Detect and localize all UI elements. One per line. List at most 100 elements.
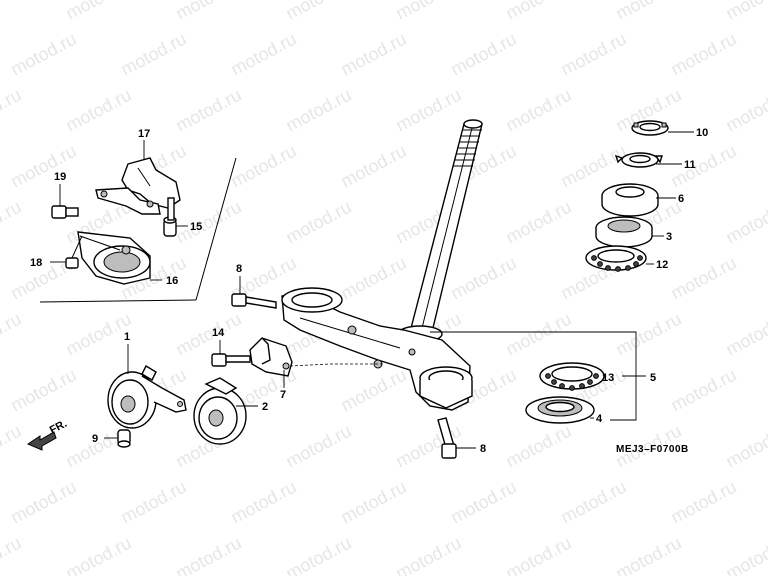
label-13: 13 [602, 372, 614, 384]
watermark-text: motod.ru [62, 85, 134, 136]
label-9: 9 [92, 433, 98, 445]
watermark-text: motod.ru [502, 533, 574, 576]
inset-divider [195, 157, 237, 301]
direction-label: FR. [48, 418, 69, 437]
watermark-text: motod.ru [722, 309, 768, 360]
label-8-upper: 8 [236, 263, 242, 275]
watermark-text: motod.ru [0, 85, 25, 136]
watermark-text: motod.ru [447, 477, 519, 528]
horn-2 [193, 377, 247, 445]
watermark-text: motod.ru [667, 365, 739, 416]
watermark-text: motod.ru [722, 85, 768, 136]
watermark-text: motod.ru [0, 421, 25, 472]
dust-seal-3 [595, 216, 653, 248]
watermark-text: motod.ru [227, 477, 299, 528]
label-4: 4 [596, 413, 603, 425]
bolt-8-lower [437, 417, 457, 459]
watermark-text: motod.ru [502, 421, 574, 472]
horn-stay-16 [77, 231, 151, 285]
watermark-text: motod.ru [282, 85, 354, 136]
watermark-text: motod.ru [0, 309, 25, 360]
watermark-text: motod.ru [667, 477, 739, 528]
label-6: 6 [678, 193, 684, 205]
watermark-text: motod.ru [7, 29, 79, 80]
watermark-text: motod.ru [722, 0, 768, 24]
lower-bearing-5 [525, 362, 605, 424]
watermark-text: motod.ru [337, 29, 409, 80]
watermark-text: motod.ru [722, 421, 768, 472]
label-10: 10 [696, 127, 708, 139]
label-11: 11 [684, 159, 696, 171]
watermark-text: motod.ru [447, 29, 519, 80]
bearing-stack [585, 120, 669, 272]
horn-bracket-17 [95, 157, 181, 215]
lock-washer-11 [614, 152, 663, 168]
watermark-text: motod.ru [7, 141, 79, 192]
watermark-text: motod.ru [392, 85, 464, 136]
label-3: 3 [666, 231, 672, 243]
label-16: 16 [166, 275, 178, 287]
watermark-text: motod.ru [7, 365, 79, 416]
watermark-text: motod.ru [502, 0, 574, 24]
lock-nut-10 [631, 120, 669, 136]
mount-leader-7 [289, 363, 382, 367]
steering-stem-7 [281, 119, 483, 411]
bolt-14 [211, 353, 251, 367]
label-5: 5 [650, 372, 656, 384]
watermark-text: motod.ru [612, 309, 684, 360]
watermark-text: motod.ru [337, 477, 409, 528]
watermark-text: motod.ru [447, 253, 519, 304]
label-8-lower: 8 [480, 443, 486, 455]
watermark-text: motod.ru [172, 85, 244, 136]
nut-9 [117, 429, 131, 448]
watermark-text: motod.ru [172, 309, 244, 360]
watermark-text: motod.ru [722, 533, 768, 576]
label-2: 2 [262, 401, 268, 413]
watermark-text: motod.ru [172, 533, 244, 576]
watermark-text: motod.ru [337, 141, 409, 192]
watermark-text: motod.ru [117, 477, 189, 528]
watermark-text: motod.ru [117, 29, 189, 80]
watermark-text: motod.ru [337, 253, 409, 304]
watermark-text: motod.ru [667, 29, 739, 80]
watermark-text: motod.ru [282, 421, 354, 472]
watermark-text: motod.ru [282, 197, 354, 248]
bolt-8-upper [231, 293, 277, 309]
nut-15 [163, 197, 177, 237]
watermark-text: motod.ru [557, 141, 629, 192]
diagram-code: MEJ3–F0700B [616, 444, 689, 455]
watermark-text: motod.ru [0, 197, 25, 248]
watermark-text: motod.ru [62, 533, 134, 576]
inset-divider-bottom [39, 299, 197, 303]
watermark-text: motod.ru [667, 253, 739, 304]
label-12: 12 [656, 259, 668, 271]
watermark-text: motod.ru [612, 0, 684, 24]
label-7: 7 [280, 389, 286, 401]
bearing-12 [585, 245, 647, 272]
watermark-text: motod.ru [667, 141, 739, 192]
watermark-text: motod.ru [557, 29, 629, 80]
watermark-text: motod.ru [392, 533, 464, 576]
inset-horn-stay [39, 157, 237, 303]
watermark-text: motod.ru [172, 0, 244, 24]
watermark-text: motod.ru [172, 197, 244, 248]
watermark-text: motod.ru [0, 533, 25, 576]
watermark-text: motod.ru [502, 197, 574, 248]
watermark-text: motod.ru [502, 85, 574, 136]
watermark-text: motod.ru [502, 309, 574, 360]
label-18: 18 [30, 257, 42, 269]
bolt-18 [65, 235, 83, 269]
watermark-text: motod.ru [227, 141, 299, 192]
adjusting-nut-6 [601, 183, 659, 217]
watermark-text: motod.ru [282, 533, 354, 576]
watermark-text: motod.ru [722, 197, 768, 248]
watermark-text: motod.ru [0, 0, 25, 24]
watermark-text: motod.ru [227, 29, 299, 80]
watermark-text: motod.ru [282, 0, 354, 24]
label-1: 1 [124, 331, 130, 343]
watermark-text: motod.ru [392, 0, 464, 24]
watermark-text: motod.ru [7, 477, 79, 528]
label-15: 15 [190, 221, 202, 233]
